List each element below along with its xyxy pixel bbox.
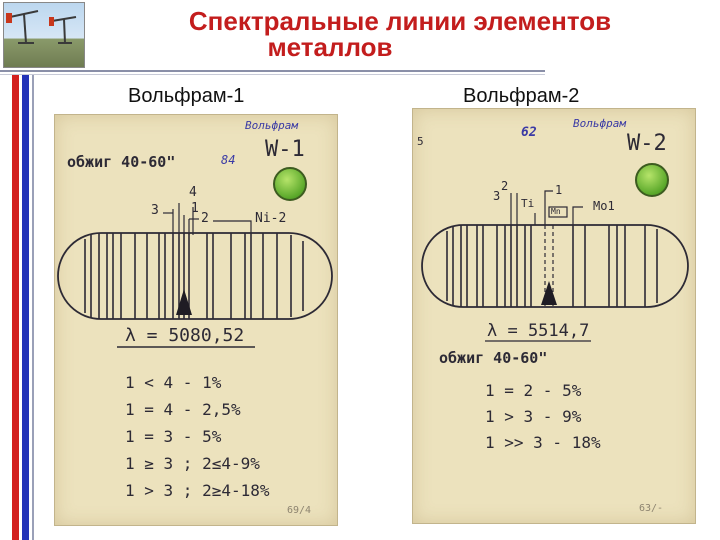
label-tungsten-2: Вольфрам-2 xyxy=(463,85,580,107)
card1-rule-4: 1 ≥ 3 ; 2≤4-9% xyxy=(125,454,260,473)
header-divider-thin xyxy=(0,74,545,75)
card2-marker-3: 3 xyxy=(493,189,501,203)
page-title: Спектральные линии элементов xyxy=(188,6,612,36)
spectral-card-tungsten-2: Вольфрам 62 5 W-2 2 3 1 Ti Mn Mo1 xyxy=(412,108,696,524)
card1-anneal: обжиг 40-60" xyxy=(67,153,176,171)
header-divider xyxy=(0,70,545,72)
card1-wavelength-underline xyxy=(117,346,255,348)
grey-stripe xyxy=(32,74,34,540)
card1-code: W-1 xyxy=(265,137,305,162)
card2-code: W-2 xyxy=(627,131,667,156)
card1-signature: Вольфрам xyxy=(245,119,298,132)
card2-signature: Вольфрам xyxy=(573,117,626,130)
card2-marker-1: 1 xyxy=(555,183,563,197)
card1-marker-3: 3 xyxy=(151,203,159,218)
card1-green-indicator xyxy=(273,167,307,201)
card1-wavelength: λ = 5080,52 xyxy=(125,325,245,346)
card2-wavelength: λ = 5514,7 xyxy=(487,321,590,341)
card1-spectrum-drawing xyxy=(57,203,333,320)
card2-marker-mo1: Mo1 xyxy=(593,199,615,213)
card2-rule-3: 1 >> 3 - 18% xyxy=(485,433,601,452)
card1-rule-1: 1 < 4 - 1% xyxy=(125,373,222,392)
card2-marker-2: 2 xyxy=(501,179,509,193)
card1-rule-3: 1 = 3 - 5% xyxy=(125,427,222,446)
card2-spectrum-drawing xyxy=(421,190,689,342)
oil-pump-photo xyxy=(3,2,85,68)
page-subtitle: металлов xyxy=(267,32,393,62)
card1-marker-2: 2 xyxy=(201,211,209,226)
spectral-card-tungsten-1: Вольфрам обжиг 40-60" 84 W-1 4 3 1 2 Ni-… xyxy=(54,114,338,526)
card1-rule-2: 1 = 4 - 2,5% xyxy=(125,400,241,419)
card1-marker-ni2: Ni-2 xyxy=(255,211,287,226)
card2-rule-2: 1 > 3 - 9% xyxy=(485,407,582,426)
card2-rule-1: 1 = 2 - 5% xyxy=(485,381,582,400)
card2-marker-mn: Mn xyxy=(551,207,561,216)
card2-green-indicator xyxy=(635,163,669,197)
card1-corner-note: 69/4 xyxy=(287,505,312,516)
card2-marker-ti: Ti xyxy=(521,197,535,210)
label-tungsten-1: Вольфрам-1 xyxy=(128,85,245,107)
card1-rule-5: 1 > 3 ; 2≥4-18% xyxy=(125,481,270,500)
card1-marker-1: 1 xyxy=(191,201,199,216)
card2-corner-note: 63/- xyxy=(639,503,664,514)
card1-marker-4: 4 xyxy=(189,185,197,200)
blue-stripe xyxy=(22,74,29,540)
card2-number: 62 xyxy=(521,125,537,140)
card1-number: 84 xyxy=(221,153,236,167)
red-stripe xyxy=(12,74,19,540)
card2-side-number: 5 xyxy=(417,135,424,148)
card2-anneal: обжиг 40-60" xyxy=(439,349,548,367)
